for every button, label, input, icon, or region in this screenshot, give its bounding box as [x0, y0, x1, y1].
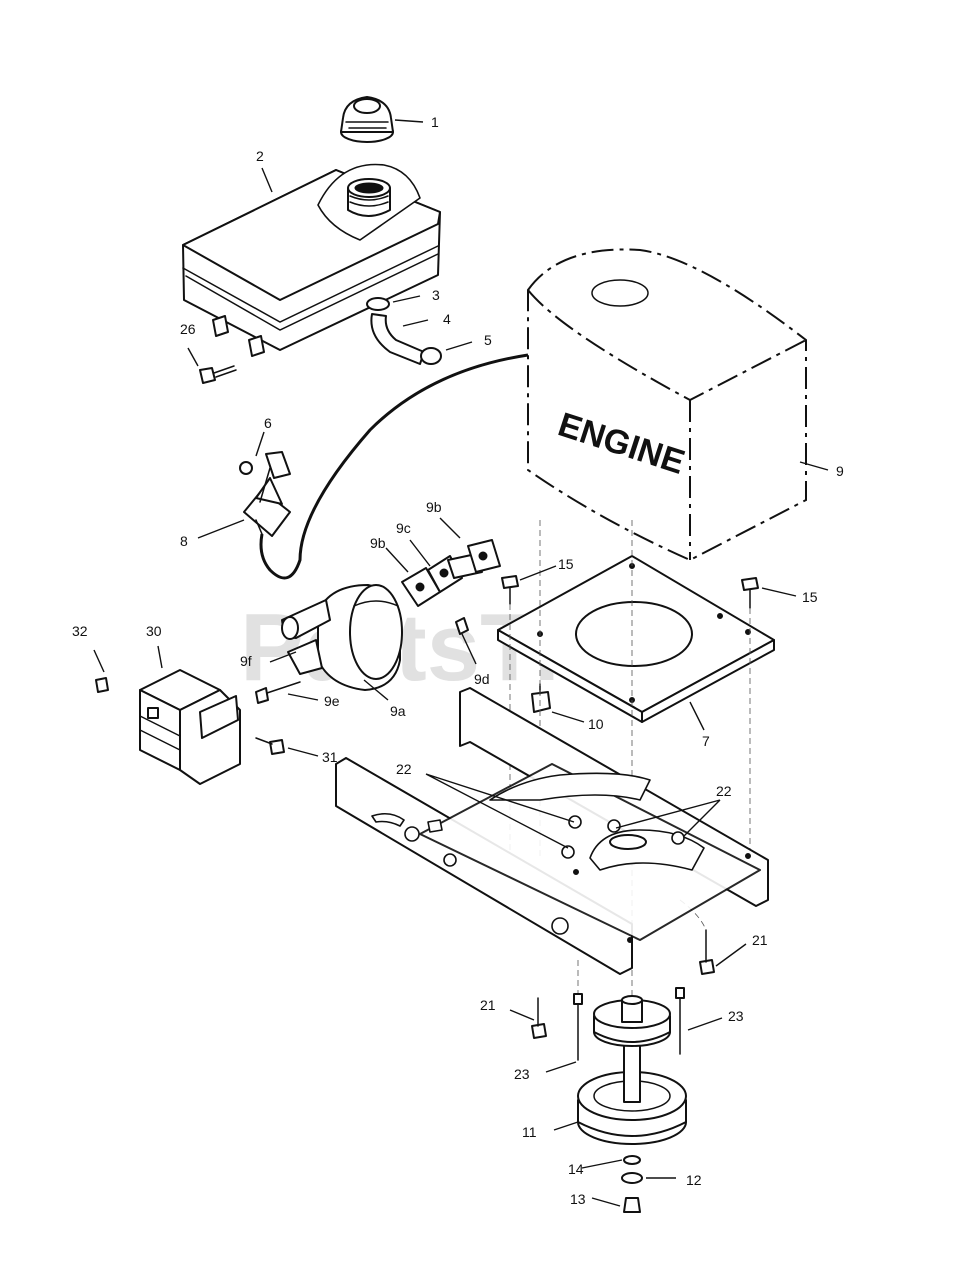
- fuel-line: [366, 297, 442, 365]
- callout-9c: 9c: [396, 520, 411, 536]
- engine: ENGINE: [527, 248, 807, 562]
- drive-pulley: [577, 995, 687, 1145]
- callouts: 1 2 3 4 5 26 6 8 9 9b 9c 9b 15 15 9d 9f …: [72, 114, 844, 1207]
- callout-1: 1: [431, 114, 439, 130]
- tank-bolt: [199, 365, 237, 384]
- throttle-control: [239, 451, 291, 537]
- callout-9a: 9a: [390, 703, 406, 719]
- callout-9b-top: 9b: [426, 499, 442, 515]
- pulley-bolts: [531, 929, 715, 1061]
- callout-21-right: 21: [752, 932, 768, 948]
- callout-13: 13: [570, 1191, 586, 1207]
- callout-8: 8: [180, 533, 188, 549]
- callout-3: 3: [432, 287, 440, 303]
- engine-label: ENGINE: [554, 405, 690, 481]
- callout-14: 14: [568, 1161, 584, 1177]
- callout-5: 5: [484, 332, 492, 348]
- callout-7: 7: [702, 733, 710, 749]
- callout-22-right: 22: [716, 783, 732, 799]
- chassis-frame: [335, 687, 769, 975]
- callout-30: 30: [146, 623, 162, 639]
- callout-32: 32: [72, 623, 88, 639]
- callout-9: 9: [836, 463, 844, 479]
- callout-23-right: 23: [728, 1008, 744, 1024]
- callout-12: 12: [686, 1172, 702, 1188]
- callout-9d: 9d: [474, 671, 490, 687]
- callout-9e: 9e: [324, 693, 340, 709]
- callout-15-right: 15: [802, 589, 818, 605]
- callout-26: 26: [180, 321, 196, 337]
- callout-21-left: 21: [480, 997, 496, 1013]
- bracket-bolt: [255, 737, 285, 755]
- engine-mount-plate: [497, 555, 775, 723]
- bracket: [95, 669, 241, 785]
- callout-15-left: 15: [558, 556, 574, 572]
- muffler-assembly: [255, 539, 501, 704]
- callout-31: 31: [322, 749, 338, 765]
- callout-2: 2: [256, 148, 264, 164]
- callout-4: 4: [443, 311, 451, 327]
- leader-lines: [93, 119, 829, 1207]
- fuel-cap: [340, 96, 394, 143]
- pulley-hardware: [621, 1155, 643, 1213]
- mount-bolts: [501, 575, 759, 713]
- callout-9b-left: 9b: [370, 535, 386, 551]
- callout-9f: 9f: [240, 653, 252, 669]
- throttle-cable: [259, 353, 529, 580]
- fuel-tank: [182, 163, 441, 357]
- callout-6: 6: [264, 415, 272, 431]
- callout-22-left: 22: [396, 761, 412, 777]
- callout-10: 10: [588, 716, 604, 732]
- callout-11: 11: [522, 1124, 537, 1140]
- callout-23-left: 23: [514, 1066, 530, 1082]
